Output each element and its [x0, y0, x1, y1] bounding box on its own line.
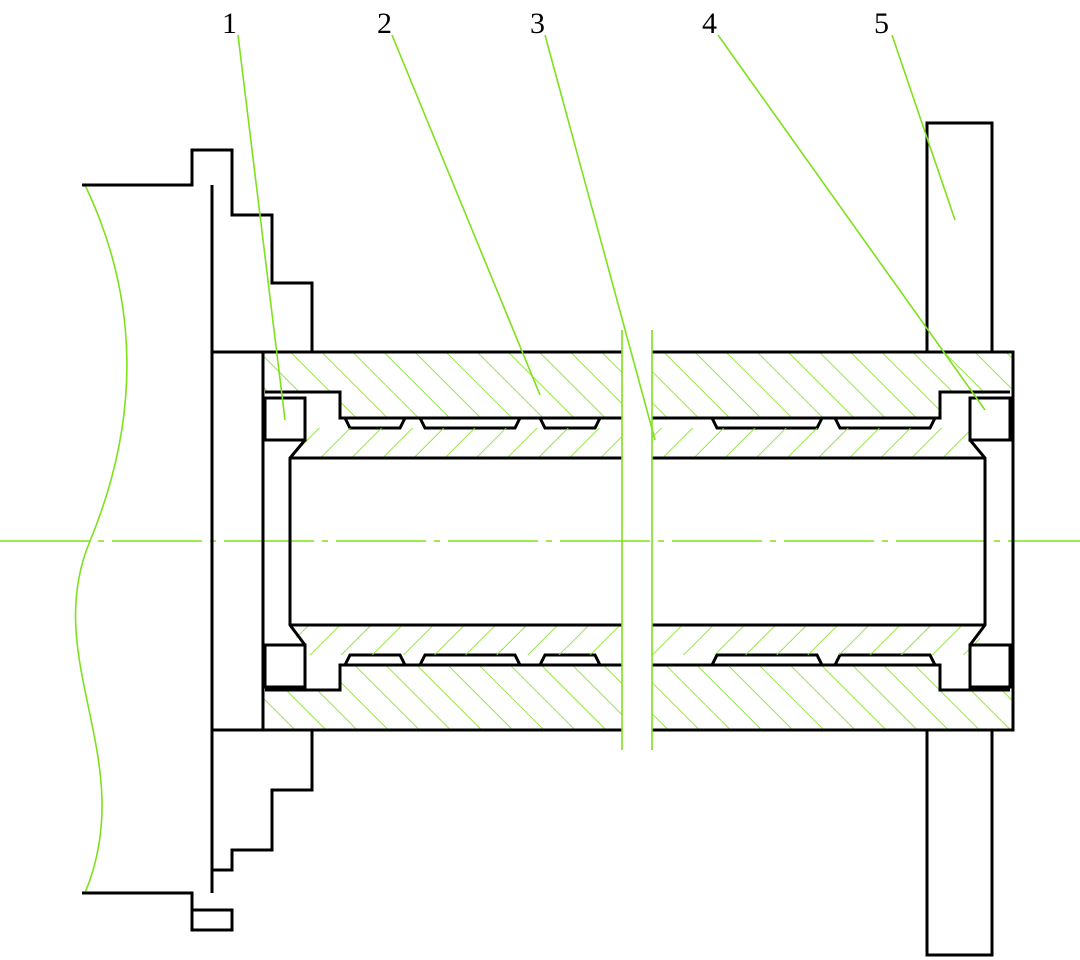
part-4-ring-bottom [968, 643, 1012, 689]
part-1-ring-bottom [263, 643, 307, 689]
part-3-inner-tube [288, 428, 987, 655]
label-1: 1 [222, 7, 237, 40]
label-3: 3 [530, 7, 545, 40]
label-2: 2 [377, 7, 392, 40]
leader-lines [237, 34, 986, 441]
part-5-gear-top [925, 121, 994, 354]
label-4: 4 [702, 7, 717, 40]
part-2-sleeve [261, 350, 1015, 732]
part-1-ring-top [263, 396, 307, 442]
part-5-gear-bottom [925, 728, 994, 957]
chuck [74, 148, 314, 932]
part-4-ring-top [968, 396, 1012, 442]
label-5: 5 [874, 7, 889, 40]
